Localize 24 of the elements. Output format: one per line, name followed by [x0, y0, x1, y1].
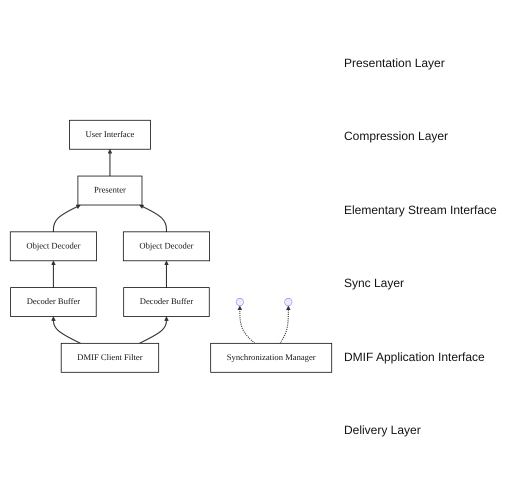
node-box: [210, 342, 332, 372]
node-box: [10, 286, 97, 317]
arrow: [280, 305, 291, 344]
layer-label: Delivery Layer: [344, 423, 422, 438]
arrow: [51, 260, 56, 288]
arrow: [237, 305, 256, 344]
layer-label: Elementary Stream Interface: [344, 202, 498, 217]
arrow: [139, 316, 169, 344]
node-box: [60, 342, 160, 372]
layer-label: Compression Layer: [344, 129, 450, 144]
arrow: [139, 204, 167, 232]
node-box: [10, 231, 97, 261]
node-box: [122, 231, 210, 261]
arrow: [108, 148, 112, 176]
arrow: [52, 204, 81, 232]
layer-label: Presentation Layer: [344, 56, 446, 70]
arrow: [164, 260, 169, 288]
arrow: [51, 316, 81, 344]
node-box: [123, 286, 210, 317]
node-box: [78, 175, 142, 206]
layer-label: DMIF Application Interface: [344, 350, 486, 364]
diagram-drawing: User Interface Presenter Object Decoder Object Decoder Synchronization Manager Decoder Buffer Decoder Buffer DMIF Client Filter: [6, 116, 336, 376]
node-box: [69, 120, 151, 150]
layer-label: Sync Layer: [344, 276, 406, 290]
